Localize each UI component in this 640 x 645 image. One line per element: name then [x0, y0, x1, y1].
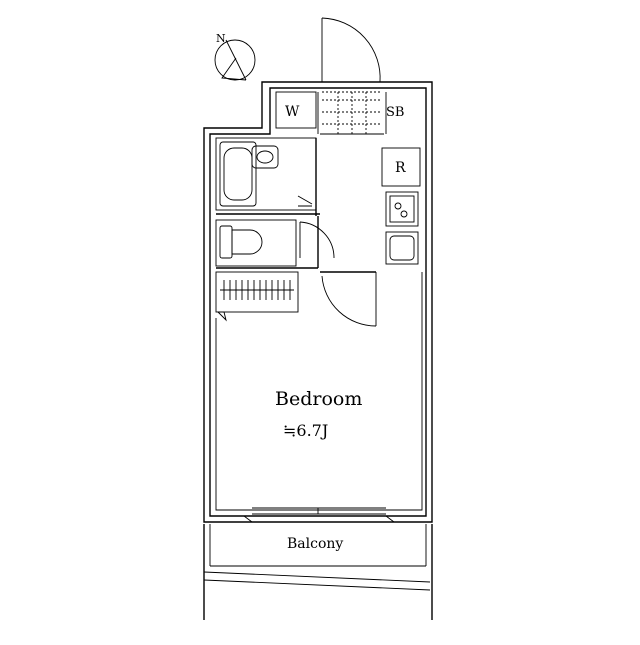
kitchen: R — [381, 147, 421, 265]
kitchen-sink — [385, 231, 419, 265]
bedroom-door — [320, 271, 377, 327]
bathroom-sink — [251, 145, 279, 169]
toilet-room — [215, 216, 335, 269]
washer-label: W — [285, 104, 300, 120]
bedroom: Bedroom ≒6.7J — [215, 272, 423, 511]
bathroom — [215, 137, 317, 211]
balcony-window — [243, 507, 395, 523]
compass-north-label: N — [216, 32, 226, 45]
washer-area: W SB — [275, 91, 404, 135]
toilet-bowl — [231, 229, 263, 255]
closet — [215, 271, 299, 322]
bedroom-size-label: ≒6.7J — [283, 421, 328, 440]
bedroom-label: Bedroom — [275, 388, 362, 410]
refrigerator — [381, 147, 421, 187]
refrigerator-label: R — [395, 160, 406, 176]
shoe-box-label: SB — [386, 105, 404, 120]
exterior-walls — [203, 81, 433, 523]
balcony-label: Balcony — [287, 536, 343, 552]
compass: N — [214, 32, 256, 81]
entrance-door — [321, 17, 381, 83]
stove — [385, 191, 419, 227]
bathtub — [219, 141, 257, 207]
interior-wall-bath — [216, 138, 320, 216]
balcony: Balcony — [203, 524, 433, 620]
